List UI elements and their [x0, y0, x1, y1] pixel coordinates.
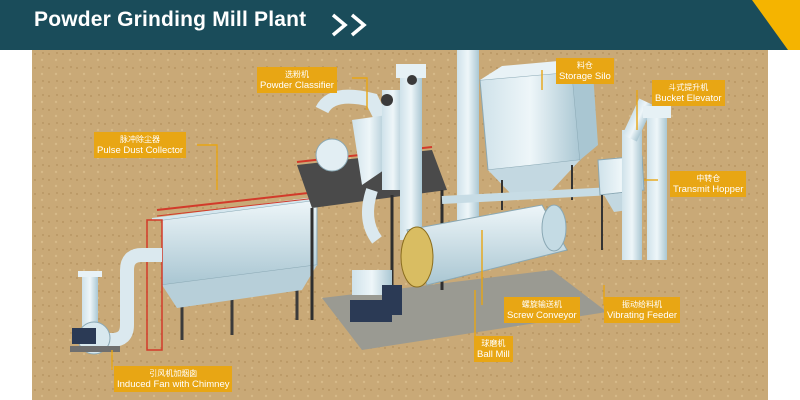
label-transmit-hopper: 中转仓 Transmit Hopper [670, 171, 747, 197]
label-en: Pulse Dust Collector [97, 145, 184, 156]
label-storage-silo: 料仓 Storage Silo [556, 58, 614, 84]
label-cn: 振动给料机 [622, 300, 663, 309]
label-en: Induced Fan with Chimney [117, 379, 230, 390]
label-en: Ball Mill [477, 349, 510, 360]
label-cn: 球磨机 [481, 339, 506, 348]
tall-elevator-unit [396, 64, 426, 240]
bucket-elevator-unit [622, 98, 671, 260]
label-en: Storage Silo [559, 71, 611, 82]
label-cn: 脉冲除尘器 [120, 135, 161, 144]
label-cn: 引风机加烟囱 [149, 369, 198, 378]
label-bucket-elevator: 斗式提升机 Bucket Elevator [652, 80, 725, 106]
label-ball-mill: 球磨机 Ball Mill [474, 336, 513, 362]
pulse-dust-collector-unit [146, 191, 318, 351]
label-cn: 螺旋输送机 [521, 300, 562, 309]
powder-classifier-unit [315, 89, 404, 190]
plant-illustration [32, 50, 768, 400]
label-cn: 料仓 [576, 61, 593, 70]
leader-lines [111, 70, 658, 370]
induced-fan-unit [70, 271, 120, 355]
label-en: Powder Classifier [260, 80, 334, 91]
label-en: Bucket Elevator [655, 93, 722, 104]
label-induced-fan: 引风机加烟囱 Induced Fan with Chimney [114, 366, 233, 392]
label-en: Screw Conveyor [507, 310, 577, 321]
accent-corner [752, 0, 800, 50]
label-powder-classifier: 选粉机 Powder Classifier [257, 67, 337, 93]
label-screw-conveyor: 螺旋输送机 Screw Conveyor [504, 297, 580, 323]
ball-mill-unit [350, 188, 568, 322]
header-bar: Powder Grinding Mill Plant [0, 0, 800, 50]
label-vibrating-feeder: 振动给料机 Vibrating Feeder [604, 297, 681, 323]
duct-pipe [97, 248, 162, 347]
label-en: Vibrating Feeder [607, 310, 678, 321]
page-title: Powder Grinding Mill Plant [34, 8, 307, 31]
label-cn: 中转仓 [696, 174, 721, 183]
label-cn: 斗式提升机 [668, 83, 709, 92]
label-pulse-dust-collector: 脉冲除尘器 Pulse Dust Collector [94, 132, 187, 158]
label-cn: 选粉机 [284, 70, 309, 79]
double-chevron-right-icon [331, 13, 367, 37]
label-en: Transmit Hopper [673, 184, 744, 195]
